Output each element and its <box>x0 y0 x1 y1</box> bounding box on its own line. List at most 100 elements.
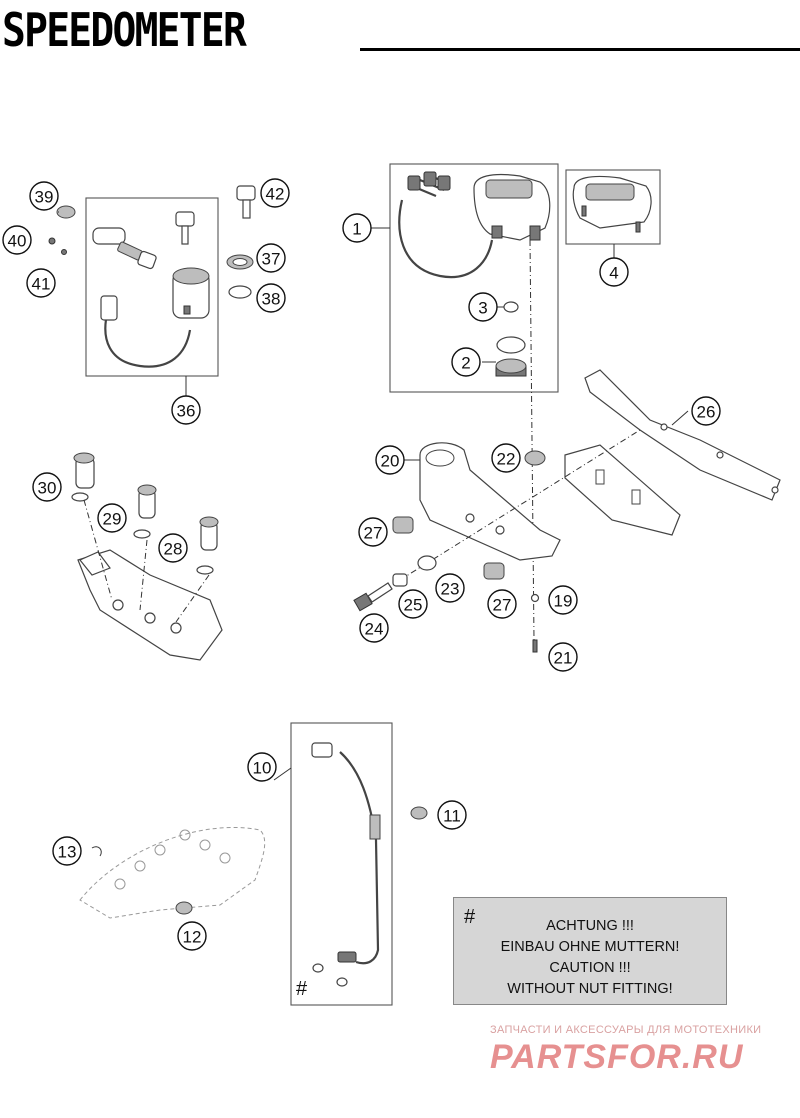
callout-c29: 29 <box>97 503 127 533</box>
note-line-3: CAUTION !!! <box>549 960 631 976</box>
callout-c37: 37 <box>256 243 286 273</box>
callout-circle <box>32 472 62 502</box>
callout-c28: 28 <box>158 533 188 563</box>
spacer-12 <box>175 901 193 915</box>
callout-circle <box>375 445 405 475</box>
nut-hash-a <box>312 963 324 973</box>
hash-marker: # <box>296 978 308 1000</box>
damper-22 <box>524 450 546 466</box>
callout-circle <box>256 283 286 313</box>
callout-number: 40 <box>8 232 27 251</box>
washer-19 <box>530 593 540 603</box>
callout-c27a: 27 <box>358 517 388 547</box>
callout-circle <box>171 395 201 425</box>
assembly-axis-holder <box>399 429 641 581</box>
callout-number: 37 <box>262 250 281 269</box>
callout-circle <box>247 752 277 782</box>
callout-circle <box>177 921 207 951</box>
callout-c2: 2 <box>451 347 481 377</box>
callout-number: 22 <box>497 450 516 469</box>
callout-circle <box>29 181 59 211</box>
callout-circle <box>158 533 188 563</box>
callout-c4: 4 <box>599 257 629 287</box>
callout-number: 11 <box>443 807 461 826</box>
callout-c3: 3 <box>468 292 498 322</box>
callout-number: 25 <box>404 596 423 615</box>
spacer-25 <box>392 573 408 587</box>
callout-c13: 13 <box>52 836 82 866</box>
spring-39 <box>56 205 76 219</box>
callout-circle <box>491 443 521 473</box>
screw-21 <box>532 639 538 653</box>
callout-circle <box>256 243 286 273</box>
callout-number: 13 <box>58 843 77 862</box>
ignition-group-frame <box>85 197 219 377</box>
assembly-axis-speedometer <box>529 239 535 641</box>
callout-c24: 24 <box>359 613 389 643</box>
callout-circle <box>342 213 372 243</box>
callout-c12: 12 <box>177 921 207 951</box>
watermark-tagline: ЗАПЧАСТИ И АКСЕССУАРЫ ДЛЯ МОТОТЕХНИКИ <box>490 1024 762 1036</box>
callout-number: 28 <box>164 540 183 559</box>
damper-2 <box>495 336 527 377</box>
mounting-bar-26 <box>584 369 781 501</box>
callout-number: 39 <box>35 188 54 207</box>
callout-circle <box>487 589 517 619</box>
callout-circle <box>398 589 428 619</box>
washer-38 <box>228 285 252 299</box>
note-line-1: ACHTUNG !!! <box>546 918 634 934</box>
sensor-group-frame <box>290 722 393 1006</box>
ignition-key <box>137 250 157 270</box>
note-line-2: EINBAU OHNE MUTTERN! <box>500 939 680 955</box>
callout-c11: 11 <box>437 800 467 830</box>
watermark-logo: PARTSFOR.RU <box>490 1038 744 1076</box>
screw-24 <box>353 582 393 612</box>
callout-number: 3 <box>478 299 487 318</box>
speed-sensor-10 <box>311 742 381 965</box>
callout-number: 30 <box>38 479 57 498</box>
callout-circle <box>26 268 56 298</box>
callout-circle <box>468 292 498 322</box>
callout-c19: 19 <box>548 585 578 615</box>
callout-number: 29 <box>103 510 122 529</box>
callout-number: 26 <box>697 403 716 422</box>
connector-plug <box>100 295 118 321</box>
callout-number: 21 <box>554 649 573 668</box>
brake-disc-outline <box>79 826 266 919</box>
speedometer-unit <box>398 171 551 279</box>
callout-number: 24 <box>365 620 384 639</box>
callout-number: 4 <box>609 264 618 283</box>
display-cover-4 <box>572 175 652 233</box>
callout-number: 12 <box>183 928 202 947</box>
callout-circle <box>548 585 578 615</box>
spare-key <box>175 211 195 227</box>
ignition-lock-assembly <box>92 211 210 368</box>
callout-number: 36 <box>177 402 196 421</box>
callout-circle <box>52 836 82 866</box>
callout-c42: 42 <box>260 178 290 208</box>
callout-c40: 40 <box>2 225 32 255</box>
callout-circle <box>548 642 578 672</box>
callout-c23: 23 <box>435 573 465 603</box>
callout-c1: 1 <box>342 213 372 243</box>
pin-41 <box>61 249 67 255</box>
callout-c30: 30 <box>32 472 62 502</box>
callout-c21: 21 <box>548 642 578 672</box>
callout-number: 20 <box>381 452 400 471</box>
callout-circle <box>2 225 32 255</box>
key-blank-42 <box>236 185 256 219</box>
bush-27a <box>392 516 414 534</box>
nut-11 <box>410 806 428 820</box>
callout-circle <box>260 178 290 208</box>
callout-circle <box>437 800 467 830</box>
note-line-4: WITHOUT NUT FITTING! <box>507 981 673 997</box>
callout-number: 38 <box>262 290 281 309</box>
callout-number: 27 <box>493 596 512 615</box>
callout-circle <box>599 257 629 287</box>
callout-c26: 26 <box>691 396 721 426</box>
callout-number: 1 <box>352 220 361 239</box>
callout-number: 23 <box>441 580 460 599</box>
circlip-13 <box>91 846 102 857</box>
callout-c39: 39 <box>29 181 59 211</box>
